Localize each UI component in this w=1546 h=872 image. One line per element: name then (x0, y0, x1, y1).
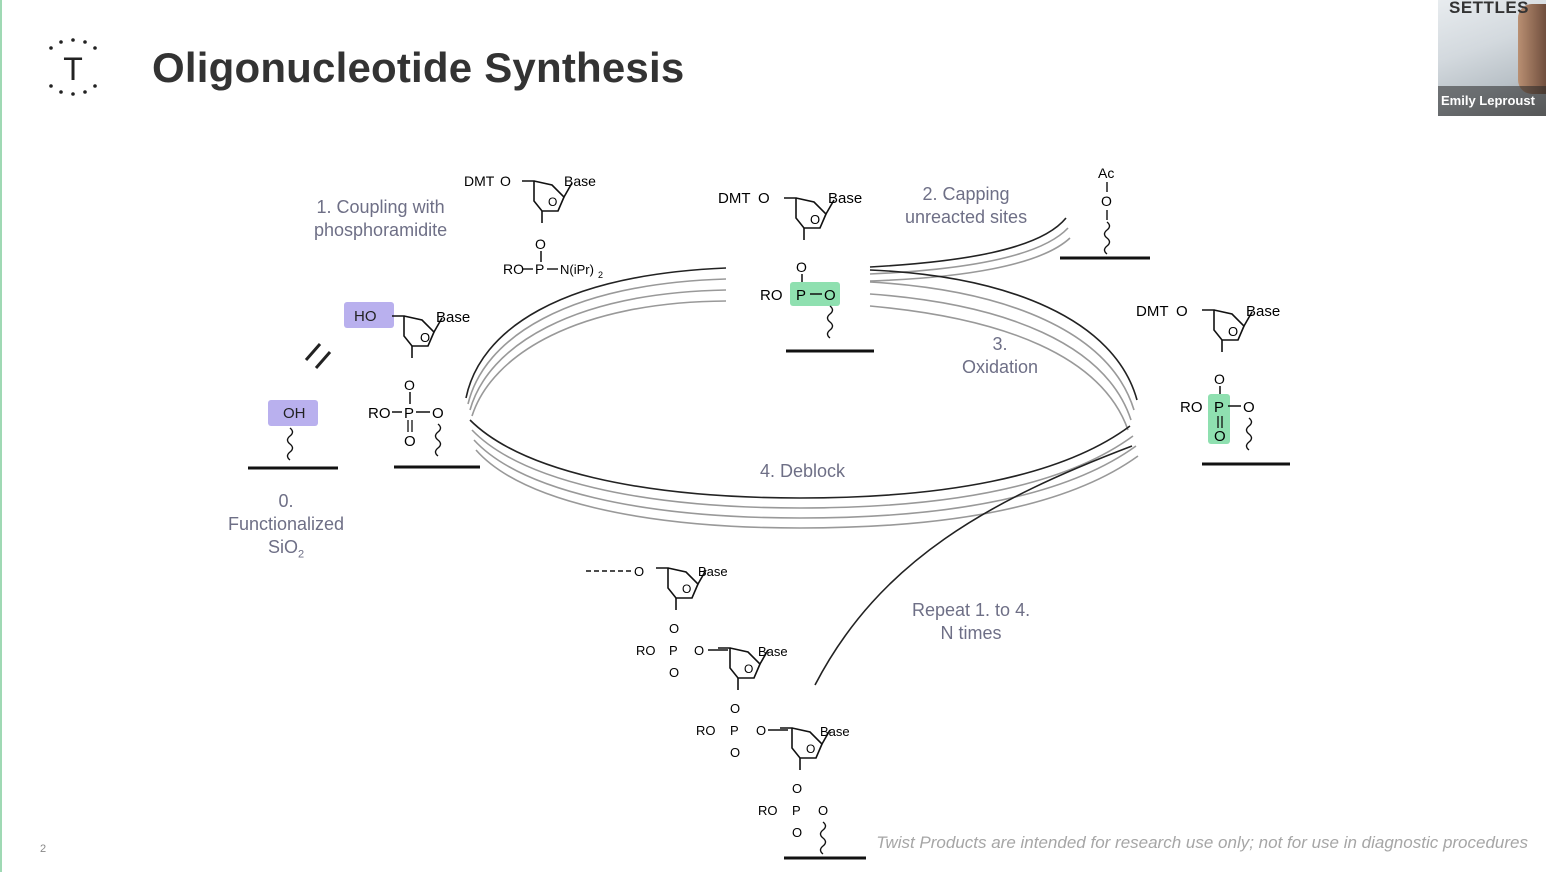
svg-text:O: O (796, 259, 807, 275)
svg-text:O: O (500, 173, 511, 189)
svg-text:Base: Base (828, 190, 862, 207)
svg-text:P: P (730, 723, 739, 738)
svg-text:Base: Base (758, 644, 788, 659)
step-1-label: 1. Coupling with phosphoramidite (314, 197, 448, 240)
svg-text:DMT: DMT (1136, 303, 1169, 320)
base-label: Base (436, 309, 470, 326)
participant-face (1518, 4, 1546, 94)
svg-text:O: O (535, 236, 546, 252)
svg-text:O: O (694, 643, 704, 658)
svg-text:Base: Base (564, 173, 596, 189)
oxidized-product: DMT O O Base O RO P O O (1136, 303, 1290, 466)
capped-site: Ac O (1060, 165, 1150, 260)
logo-dots (49, 38, 97, 96)
svg-text:O: O (1243, 399, 1255, 416)
arc-repeat (814, 445, 1133, 686)
svg-text:O: O (806, 742, 815, 756)
svg-text:N(iPr): N(iPr) (560, 262, 594, 277)
svg-text:RO: RO (696, 723, 716, 738)
oh-highlight (268, 400, 318, 426)
logo-letter: T (63, 51, 83, 87)
svg-text:O: O (404, 433, 416, 450)
svg-text:P: P (535, 261, 544, 277)
svg-text:Base: Base (820, 724, 850, 739)
slide-left-edge (0, 0, 2, 872)
svg-text:P: P (1214, 399, 1224, 416)
coupled-intermediate: DMT O O Base O RO P O (718, 190, 874, 353)
break-mark (304, 343, 332, 369)
step-4-label: 4. Deblock (760, 461, 846, 481)
svg-text:O: O (1214, 428, 1226, 445)
ring-o: O (420, 330, 430, 345)
svg-text:2: 2 (598, 270, 603, 280)
svg-text:O: O (548, 195, 557, 209)
svg-text:P: P (404, 405, 414, 422)
oh-label: OH (283, 405, 306, 422)
svg-text:O: O (404, 377, 415, 393)
cycle-arrows (465, 217, 1139, 686)
svg-text:O: O (744, 662, 753, 676)
svg-text:RO: RO (503, 261, 524, 277)
svg-text:Base: Base (698, 564, 728, 579)
phosphate-highlight (1208, 394, 1230, 444)
participant-name: Emily Leproust (1441, 93, 1535, 108)
svg-text:Ac: Ac (1098, 165, 1114, 181)
svg-text:Base: Base (1246, 303, 1280, 320)
ho-label: HO (354, 308, 377, 325)
disclaimer-text: Twist Products are intended for research… (876, 833, 1528, 852)
svg-text:RO: RO (368, 405, 391, 422)
step-0-label: 0. Functionalized SiO2 (228, 491, 345, 561)
svg-text:O: O (669, 621, 679, 636)
oligonucleotide-chain: O O Base O RO P O O O Base O RO P O O O … (586, 564, 866, 860)
slide-title: Oligonucleotide Synthesis (152, 44, 685, 91)
svg-text:O: O (756, 723, 766, 738)
svg-text:O: O (824, 287, 836, 304)
twist-logo: T (44, 38, 102, 96)
svg-text:O: O (682, 582, 691, 596)
arc-oxidation (869, 269, 1138, 431)
svg-text:O: O (1176, 303, 1188, 320)
svg-text:P: P (669, 643, 678, 658)
svg-text:RO: RO (1180, 399, 1203, 416)
logo-mark: T (49, 38, 97, 96)
svg-text:O: O (792, 825, 802, 840)
ho-nucleoside: HO O Base O RO P O O (344, 302, 480, 469)
step-2-label: 2. Capping unreacted sites (905, 184, 1028, 227)
svg-text:P: P (792, 803, 801, 818)
svg-text:O: O (432, 405, 444, 422)
svg-text:RO: RO (636, 643, 656, 658)
step-3-label: 3. Oxidation (962, 334, 1039, 377)
svg-text:DMT: DMT (464, 173, 495, 189)
svg-text:O: O (730, 701, 740, 716)
functionalized-surface: OH (248, 400, 338, 470)
svg-text:RO: RO (758, 803, 778, 818)
svg-text:O: O (669, 665, 679, 680)
svg-text:O: O (792, 781, 802, 796)
video-banner-text: SETTLES (1449, 0, 1530, 17)
svg-text:O: O (758, 190, 770, 207)
svg-text:O: O (1228, 324, 1238, 339)
arc-coupling (465, 267, 727, 417)
svg-text:O: O (810, 212, 820, 227)
participant-video-tile[interactable]: SETTLES Emily Leproust (1438, 0, 1546, 116)
svg-text:P: P (796, 287, 806, 304)
phosphoramidite-monomer: DMT O O Base O RO P N(iPr) 2 (464, 173, 603, 280)
page-number: 2 (40, 843, 47, 855)
svg-text:O: O (818, 803, 828, 818)
svg-text:O: O (634, 564, 644, 579)
participant-name-bar: Emily Leproust (1438, 86, 1546, 116)
svg-text:O: O (730, 745, 740, 760)
svg-text:O: O (1214, 371, 1225, 387)
svg-text:RO: RO (760, 287, 783, 304)
repeat-label: Repeat 1. to 4. N times (912, 600, 1031, 643)
ho-highlight (344, 302, 394, 328)
svg-text:O: O (1101, 193, 1112, 209)
arc-deblock (469, 419, 1139, 529)
svg-text:DMT: DMT (718, 190, 751, 207)
